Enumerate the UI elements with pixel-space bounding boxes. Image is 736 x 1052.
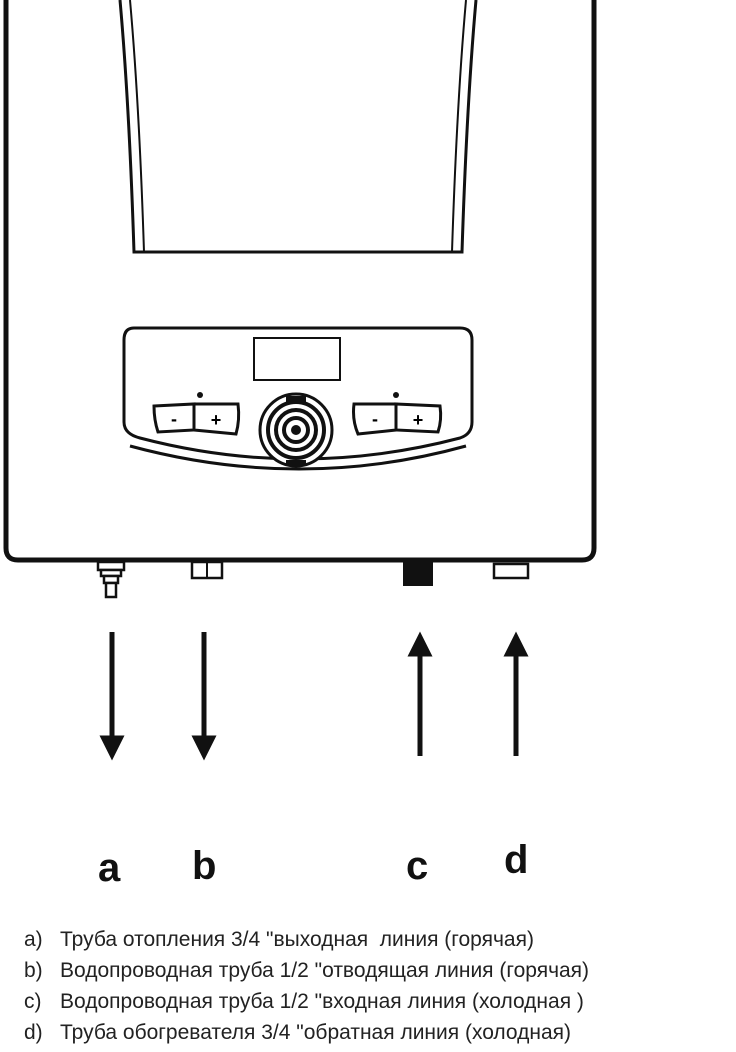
legend-key: d) (24, 1021, 43, 1044)
left-control-group: - + (152, 392, 241, 436)
front-cover-inner-line (451, 0, 467, 253)
pipe-label-c: c (406, 844, 429, 888)
right-plus-label: + (413, 410, 424, 430)
legend-text: Водопроводная труба 1/2 "отводящая линия… (60, 959, 590, 982)
left-minus-label: - (171, 409, 177, 429)
right-minus-label: - (372, 409, 378, 429)
control-panel-lower-edge (129, 444, 467, 471)
legend-item: d) Труба обогревателя 3/4 "обратная лини… (24, 1021, 736, 1052)
boiler-housing (3, 0, 597, 563)
hot-water-indicator-icon (393, 392, 399, 398)
legend-key: b) (24, 959, 43, 982)
left-plus-button[interactable] (192, 402, 241, 436)
pipe-connector-c (403, 562, 433, 586)
right-control-group: - + (352, 392, 443, 436)
legend-item: c) Водопроводная труба 1/2 "входная лини… (24, 990, 736, 1021)
pipe-connector-b (190, 560, 224, 580)
heating-indicator-icon (197, 392, 203, 398)
legend-item: a) Труба отопления 3/4 "выходная линия (… (24, 928, 736, 959)
pipe-connector-a (96, 560, 126, 599)
display-screen (253, 337, 341, 381)
pipe-label-b: b (192, 844, 217, 888)
legend-text: Труба обогревателя 3/4 "обратная линия (… (60, 1021, 572, 1044)
legend-text: Водопроводная труба 1/2 "входная линия (… (60, 990, 584, 1013)
pipe-legend: a) Труба отопления 3/4 "выходная линия (… (24, 928, 736, 1052)
left-plus-label: + (211, 410, 222, 430)
knob-bottom-tab (286, 460, 306, 466)
pipe-label-d: d (504, 838, 529, 882)
rotary-knob[interactable] (258, 392, 334, 468)
legend-key: a) (24, 928, 43, 951)
front-cover-inner-line (129, 0, 145, 253)
right-minus-button[interactable] (352, 402, 398, 436)
right-plus-button[interactable] (394, 402, 443, 434)
legend-key: c) (24, 990, 42, 1013)
knob-top-tab (286, 396, 306, 403)
left-minus-button[interactable] (152, 402, 196, 434)
front-cover-outline (118, 0, 478, 254)
pipe-connector-d (492, 562, 530, 580)
pipe-label-a: a (98, 846, 121, 890)
legend-text: Труба отопления 3/4 "выходная линия (гор… (60, 928, 534, 951)
legend-item: b) Водопроводная труба 1/2 "отводящая ли… (24, 959, 736, 990)
